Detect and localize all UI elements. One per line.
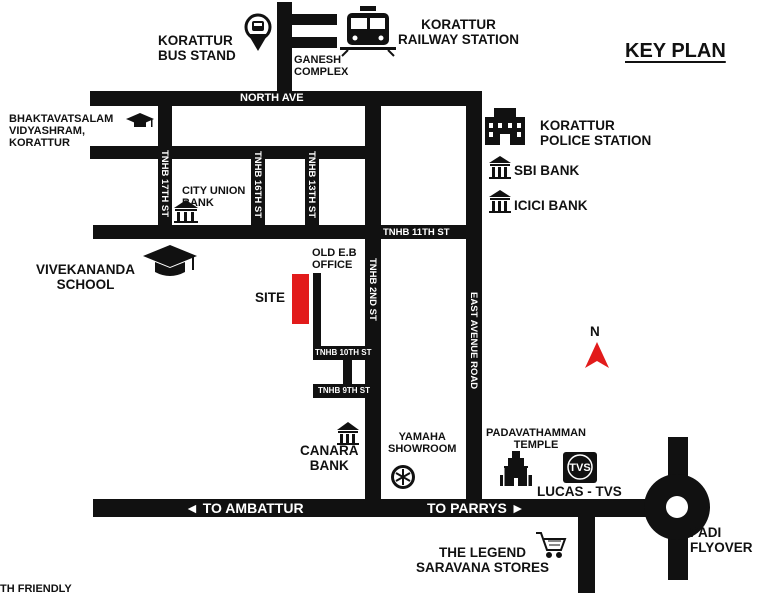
north-label: N (590, 324, 600, 339)
map-title: KEY PLAN (625, 40, 726, 62)
road-upper-connector (90, 146, 380, 159)
label-sbi-bank: SBI BANK (514, 163, 580, 178)
canara-bank-icon (337, 422, 359, 445)
label-korattur-bus-stand: KORATTUR BUS STAND (158, 33, 236, 63)
road-network (90, 2, 710, 593)
road-east-avenue (466, 91, 482, 503)
shopping-cart-icon (536, 532, 567, 558)
school-cap-icon-bhaktavatsalam (126, 113, 154, 127)
label-canara-bank: CANARA BANK (300, 443, 359, 473)
tvs-logo-text: TVS (569, 462, 590, 474)
icici-bank-icon (489, 190, 511, 213)
road-tnhb-11th (93, 225, 480, 239)
road-label-east-avenue: EAST AVENUE ROAD (468, 292, 479, 390)
school-cap-icon-vivekananda (143, 245, 197, 276)
yamaha-logo-icon (391, 465, 415, 489)
label-padi-flyover: PADI FLYOVER (690, 525, 753, 555)
road-north-ave (90, 91, 480, 106)
label-korattur-railway-station: KORATTUR RAILWAY STATION (398, 17, 520, 47)
sbi-bank-icon (489, 156, 511, 179)
site-marker (292, 274, 309, 324)
road-railway-horizontal-2 (292, 37, 337, 48)
road-tnhb-10th-link (343, 358, 352, 386)
road-label-tnhb-2nd: TNHB 2ND ST (367, 258, 378, 321)
road-site-lane (313, 273, 321, 346)
road-tnhb-10th (313, 346, 381, 360)
road-railway-horizontal (277, 14, 337, 25)
road-label-north-ave: NORTH AVE (240, 92, 304, 104)
label-vivekananda-school: VIVEKANANDA SCHOOL (36, 262, 136, 292)
north-arrow (585, 342, 609, 368)
temple-icon (500, 451, 532, 486)
bus-stop-icon (244, 0, 272, 51)
road-label-to-ambattur: ◄ TO AMBATTUR (185, 500, 304, 516)
road-label-tnhb-17th: TNHB 17TH ST (159, 150, 170, 218)
road-label-to-parrys: TO PARRYS ► (427, 500, 525, 516)
label-korattur-police-station: KORATTUR POLICE STATION (540, 118, 652, 148)
label-ganesh-complex: GANESH COMPLEX (294, 54, 349, 78)
padi-flyover-center (666, 496, 688, 518)
tvs-logo-icon: TVS (563, 452, 597, 483)
road-tnhb-17th (158, 91, 172, 239)
label-yamaha-showroom: YAMAHA SHOWROOM (388, 431, 457, 455)
footer-text: TH FRIENDLY (0, 583, 72, 595)
police-station-icon (485, 108, 525, 145)
label-lucas-tvs: LUCAS - TVS (537, 484, 622, 499)
label-old-eb-office: OLD E.B OFFICE (312, 247, 357, 271)
road-legend-vertical (578, 510, 595, 593)
train-icon (340, 6, 396, 57)
label-bhaktavatsalam-vidyashram: BHAKTAVATSALAM VIDYASHRAM, KORATTUR (9, 113, 114, 149)
label-icici-bank: ICICI BANK (514, 198, 588, 213)
road-label-tnhb-16th: TNHB 16TH ST (252, 151, 263, 219)
road-main (93, 499, 705, 517)
label-the-legend-saravana-stores: THE LEGEND SARAVANA STORES (416, 545, 550, 575)
road-label-tnhb-9th: TNHB 9TH ST (318, 386, 370, 395)
road-tnhb-9th (313, 384, 381, 398)
label-city-union-bank: CITY UNION BANK (182, 185, 246, 209)
road-label-tnhb-10th: TNHB 10TH ST (315, 348, 372, 357)
label-site: SITE (255, 290, 286, 305)
road-label-tnhb-13th: TNHB 13TH ST (306, 151, 317, 219)
road-label-tnhb-11th: TNHB 11TH ST (383, 227, 450, 238)
road-tnhb-16th (251, 146, 265, 239)
label-padavathamman-temple: PADAVATHAMMAN TEMPLE (486, 427, 587, 451)
city-union-bank-icon (174, 200, 198, 223)
road-tnhb-13th (305, 146, 319, 239)
